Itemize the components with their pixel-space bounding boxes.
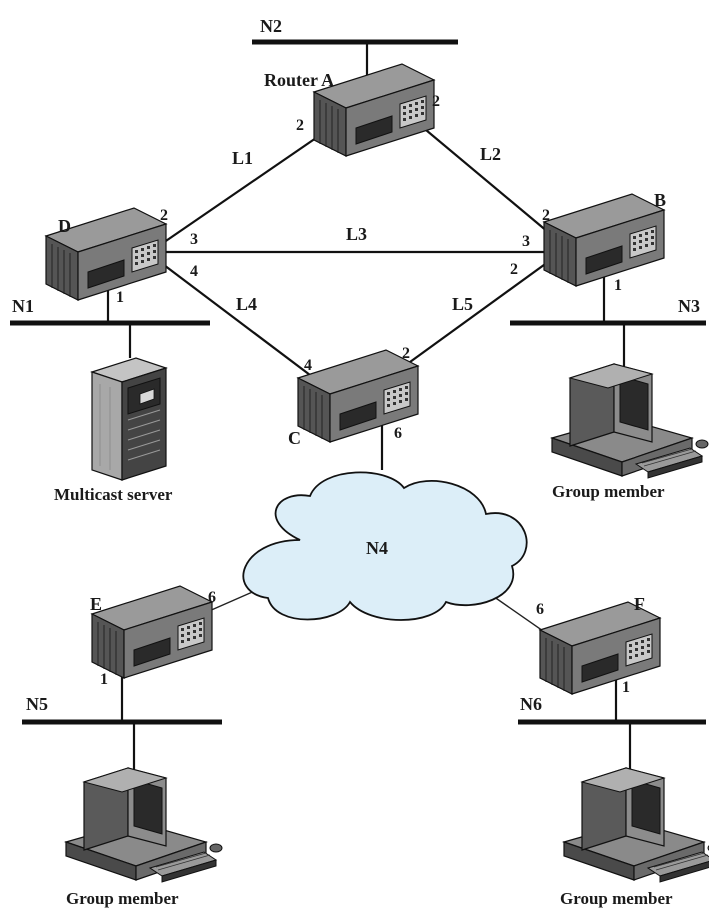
label-n5: N5 — [26, 694, 48, 714]
port-b-l5: 2 — [510, 261, 518, 278]
multicast-server-icon — [90, 357, 168, 481]
router-f — [539, 601, 661, 695]
label-group-member-e: Group member — [66, 889, 179, 908]
group-member-b-icon — [551, 363, 709, 479]
label-router-e: E — [90, 594, 102, 614]
port-b-bottom: 1 — [614, 277, 622, 294]
label-l5: L5 — [452, 294, 473, 314]
group-member-e-icon — [65, 767, 223, 883]
label-router-d: D — [58, 216, 71, 236]
link-l4 — [159, 261, 311, 376]
port-c-l5: 2 — [402, 345, 410, 362]
label-router-c: C — [288, 428, 301, 448]
label-router-a: Router A — [264, 70, 334, 90]
port-d-bottom: 1 — [116, 289, 124, 306]
port-f-n4: 6 — [536, 601, 544, 618]
label-l4: L4 — [236, 294, 257, 314]
port-b-l2: 2 — [542, 207, 550, 224]
label-l2: L2 — [480, 144, 501, 164]
port-d-l3: 3 — [190, 231, 198, 248]
n4-cloud — [242, 471, 528, 621]
label-group-member-f: Group member — [560, 889, 673, 908]
label-l3: L3 — [346, 224, 367, 244]
port-a-right: 2 — [432, 93, 440, 110]
port-e-n4: 6 — [208, 589, 216, 606]
port-a-left: 2 — [296, 117, 304, 134]
link-l1 — [159, 137, 317, 246]
port-d-l4: 4 — [190, 263, 198, 280]
port-e-bottom: 1 — [100, 671, 108, 688]
label-multicast-server: Multicast server — [54, 485, 173, 504]
router-e — [91, 585, 213, 679]
port-c-n4: 6 — [394, 425, 402, 442]
router-b — [543, 193, 665, 287]
label-router-f: F — [634, 594, 645, 614]
label-l1: L1 — [232, 148, 253, 168]
port-c-l4: 4 — [304, 357, 312, 374]
port-f-bottom: 1 — [622, 679, 630, 696]
port-b-l3: 3 — [522, 233, 530, 250]
port-d-top: 2 — [160, 207, 168, 224]
label-n6: N6 — [520, 694, 542, 714]
link-l2 — [419, 124, 549, 233]
label-router-b: B — [654, 190, 666, 210]
label-group-member-b: Group member — [552, 482, 665, 501]
label-n1: N1 — [12, 296, 34, 316]
label-n3: N3 — [678, 296, 700, 316]
label-n4: N4 — [366, 538, 388, 558]
group-member-f-icon — [563, 767, 709, 883]
label-n2: N2 — [260, 16, 282, 36]
link-l5 — [409, 261, 549, 363]
